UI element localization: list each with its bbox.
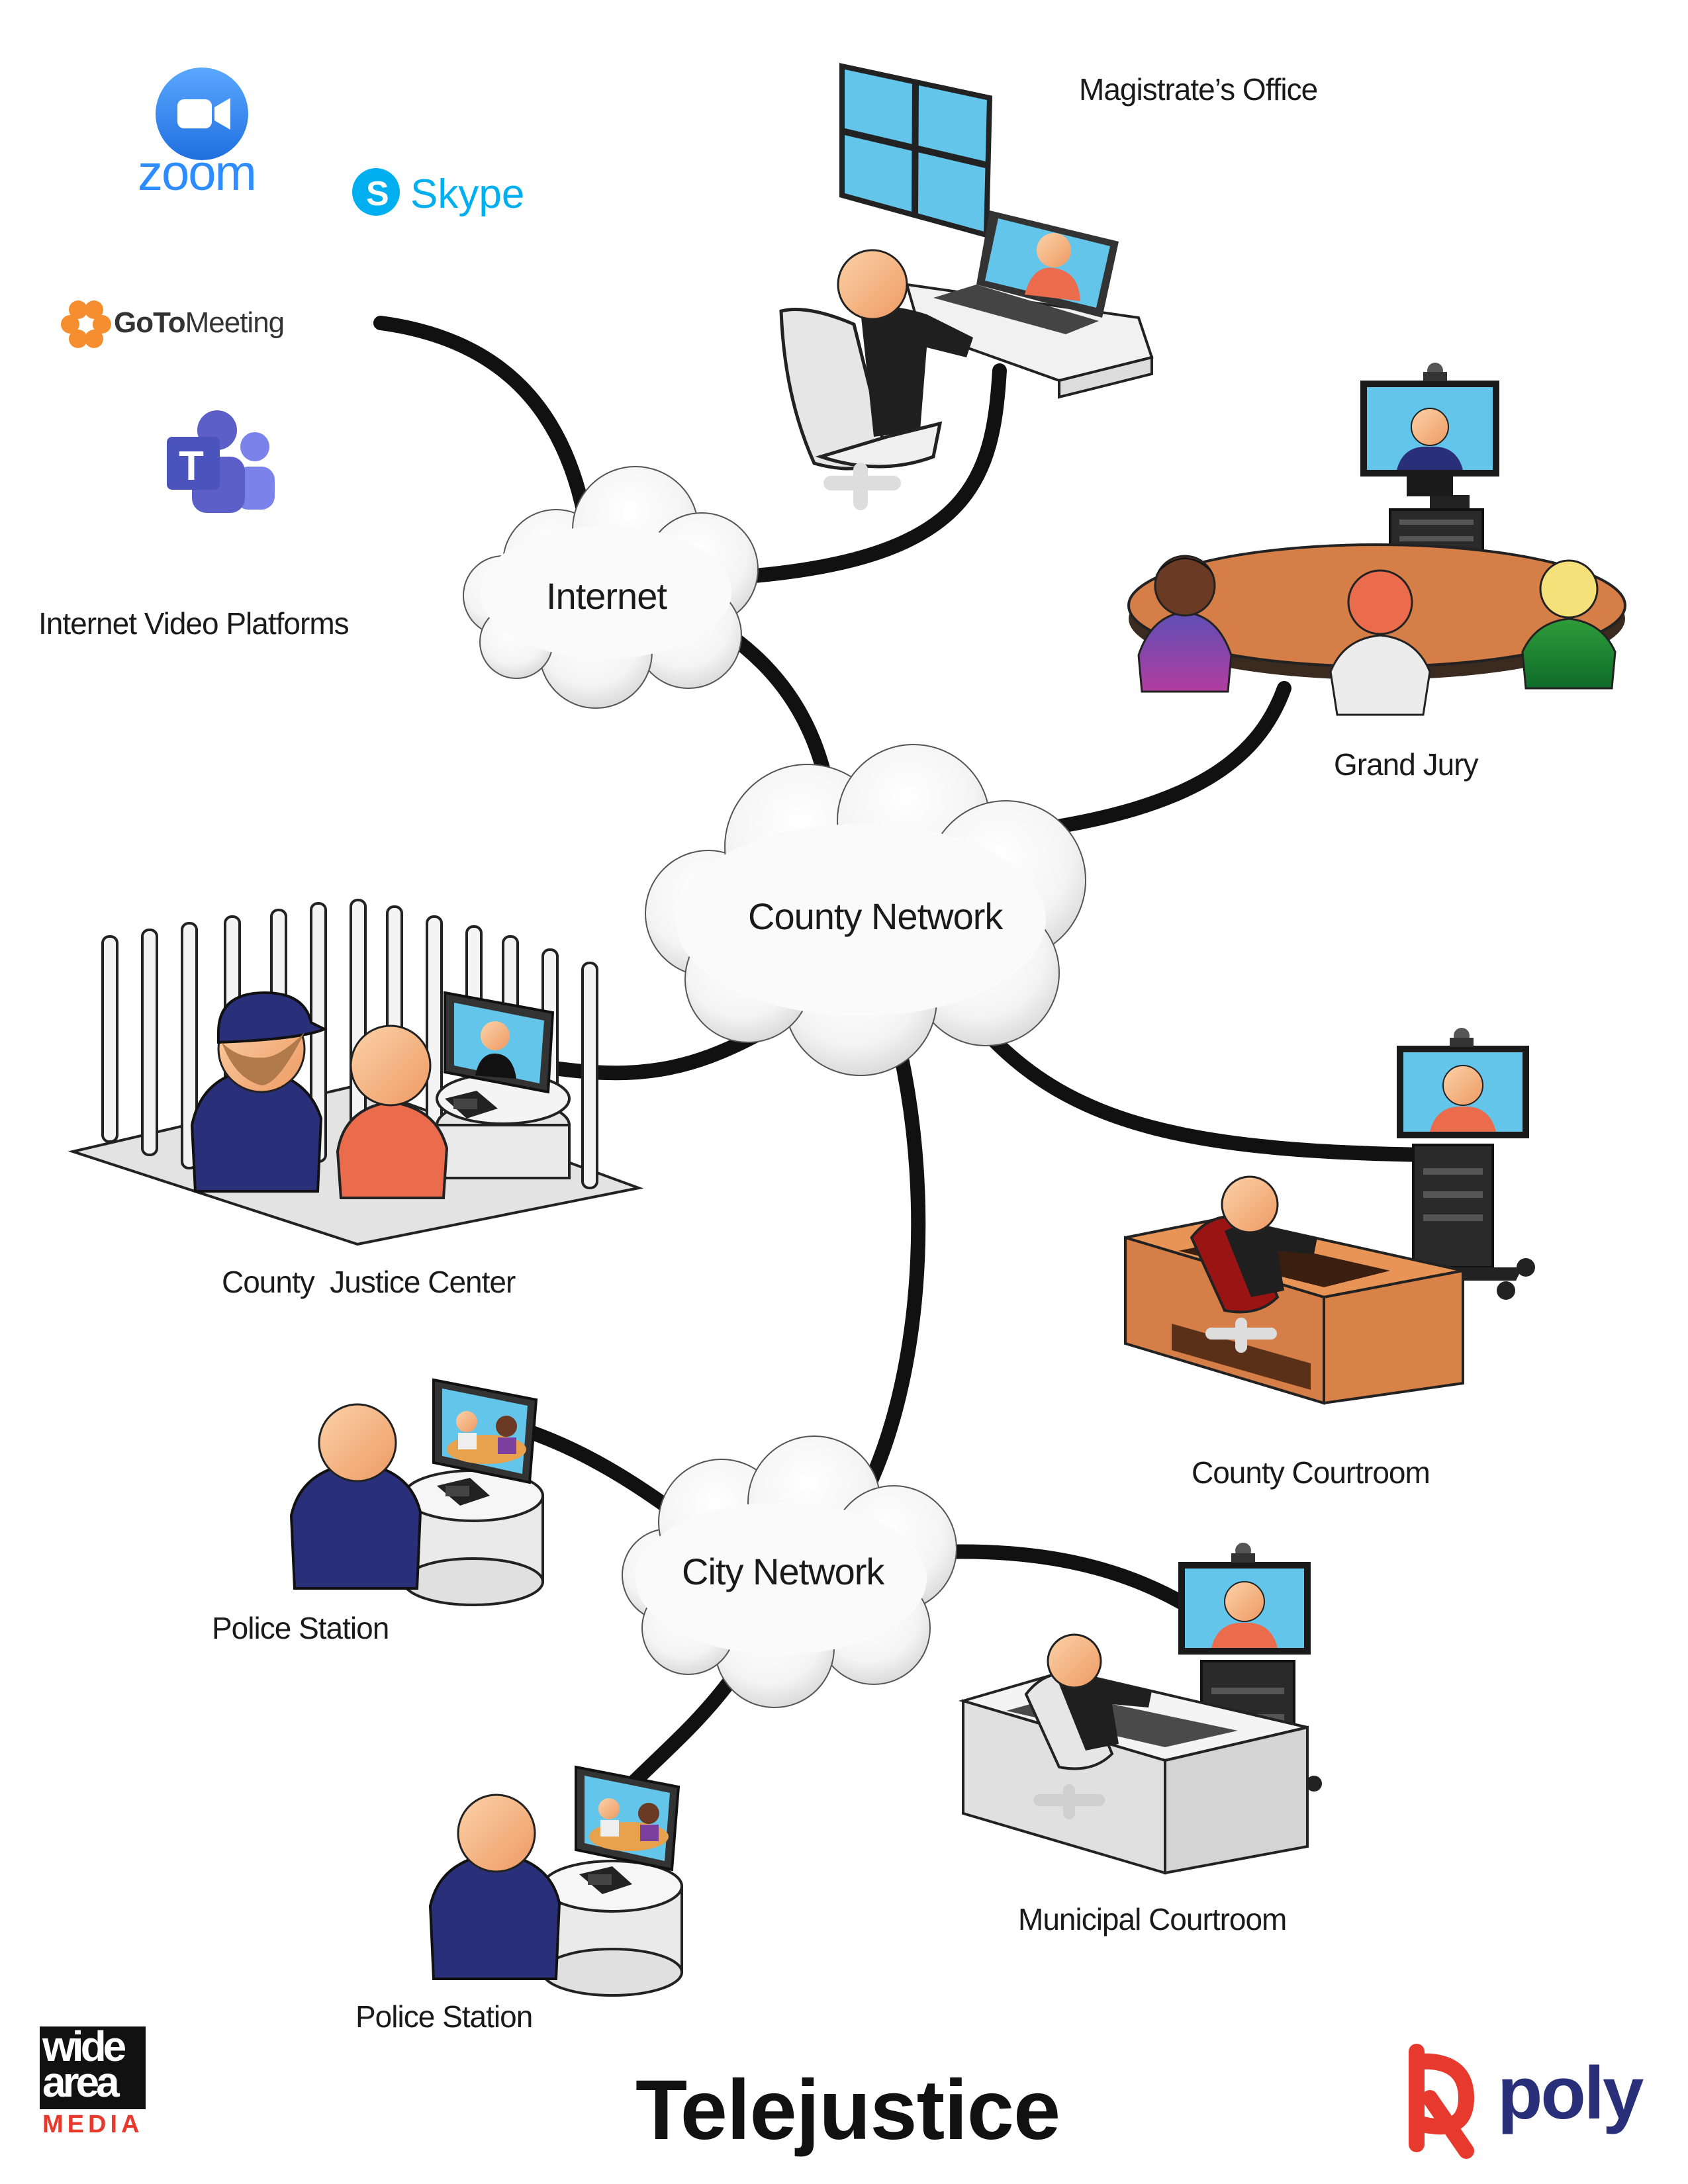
gotomeeting-icon — [61, 300, 111, 348]
poly-icon — [1409, 2044, 1475, 2159]
gotomeeting-wordmark: GoToMeeting — [114, 306, 285, 340]
site-label-municipal-courtroom: Municipal Courtroom — [1018, 1902, 1287, 1936]
avatar — [837, 249, 908, 320]
link-internet-magistrate — [747, 363, 1007, 583]
police-station-1-illustration — [289, 1378, 544, 1606]
video-screen — [1360, 363, 1499, 496]
magistrate-office-illustration — [779, 63, 1154, 510]
page-title: Telejustice — [635, 2063, 1060, 2158]
grand-jury-illustration — [1127, 363, 1626, 716]
video-monitor — [444, 991, 555, 1094]
laptop-icon — [933, 210, 1119, 334]
avatar — [350, 1024, 432, 1107]
cloud-label-city: City Network — [682, 1551, 884, 1592]
avatar — [1047, 1633, 1102, 1689]
juror-center — [1329, 569, 1431, 716]
link-county-courtroom — [979, 1025, 1437, 1162]
teams-icon — [240, 432, 269, 461]
municipal-judge — [1024, 1633, 1152, 1819]
kiosk-table — [436, 1072, 571, 1179]
site-label-platforms: Internet Video Platforms — [38, 606, 350, 641]
zoom-logo — [156, 68, 248, 160]
gotomeeting-logo — [61, 300, 111, 348]
phone-icon — [437, 1478, 490, 1506]
svg-text:T: T — [179, 443, 204, 489]
link-city-police2 — [622, 1667, 742, 1794]
wide-area-logo-block — [40, 2026, 146, 2109]
county-courtroom-illustration — [1124, 1028, 1535, 1405]
site-label-police-1: Police Station — [212, 1611, 389, 1645]
skype-wordmark: Skype — [410, 171, 525, 217]
zoom-wordmark: zoom — [138, 145, 257, 201]
kiosk-table — [402, 1469, 544, 1606]
skype-icon — [352, 168, 400, 216]
gotomeeting-wordmark-bold: GoTo — [114, 306, 186, 339]
county-justice-center-illustration — [68, 899, 644, 1246]
window-icon — [839, 63, 993, 239]
avatar — [1347, 569, 1413, 635]
wide-area-media-logo: wide area MEDIA — [40, 2023, 146, 2142]
network-lines — [373, 316, 1437, 1794]
officer — [190, 991, 328, 1193]
municipal-courtroom-illustration — [958, 1543, 1322, 1875]
avatar — [318, 1403, 397, 1482]
poly-logo — [1409, 2044, 1475, 2159]
site-label-county-courtroom: County Courtroom — [1192, 1455, 1430, 1490]
juror-left — [1137, 555, 1233, 693]
site-label-justice-center: County Justice Center — [222, 1265, 516, 1299]
police-station-2-illustration — [428, 1765, 683, 1997]
video-monitor — [432, 1378, 538, 1484]
site-label-grand-jury: Grand Jury — [1334, 747, 1479, 782]
teams-logo: T — [167, 410, 275, 513]
video-screen — [1397, 1028, 1529, 1138]
link-county-grandjury — [1025, 681, 1291, 838]
site-label-magistrate: Magistrate’s Office — [1079, 72, 1318, 107]
poly-wordmark: poly — [1497, 2052, 1644, 2134]
cloud-label-county: County Network — [748, 895, 1003, 937]
judge — [1190, 1175, 1317, 1353]
gotomeeting-wordmark-rest: Meeting — [185, 306, 285, 339]
site-label-police-2: Police Station — [355, 1999, 533, 2034]
wide-area-word-3: MEDIA — [42, 2111, 144, 2138]
avatar — [1411, 408, 1449, 446]
juror-right — [1521, 559, 1617, 690]
inmate — [336, 1024, 449, 1199]
avatar — [481, 1021, 510, 1050]
video-screen — [1178, 1543, 1311, 1655]
link-platforms-internet — [373, 316, 593, 530]
phone-icon — [579, 1866, 632, 1894]
avatar — [1224, 1581, 1265, 1622]
magistrate-person — [779, 249, 973, 510]
officer — [428, 1794, 561, 1980]
avatar — [1221, 1175, 1279, 1234]
internet-cloud-fill — [480, 526, 731, 659]
video-monitor — [575, 1765, 680, 1872]
link-city-municipal — [933, 1544, 1199, 1615]
wide-area-word-1: wide — [42, 2023, 126, 2070]
link-county-city — [860, 1045, 926, 1496]
cloud-label-internet: Internet — [546, 575, 667, 617]
officer — [289, 1403, 422, 1590]
wide-area-word-2: area — [42, 2058, 120, 2106]
svg-text:S: S — [366, 175, 389, 213]
avatar — [457, 1794, 536, 1873]
avatar — [1154, 555, 1216, 617]
avatar — [1539, 559, 1599, 619]
avatar — [1442, 1065, 1483, 1106]
skype-logo: S — [352, 168, 400, 216]
phone-icon — [445, 1091, 498, 1118]
